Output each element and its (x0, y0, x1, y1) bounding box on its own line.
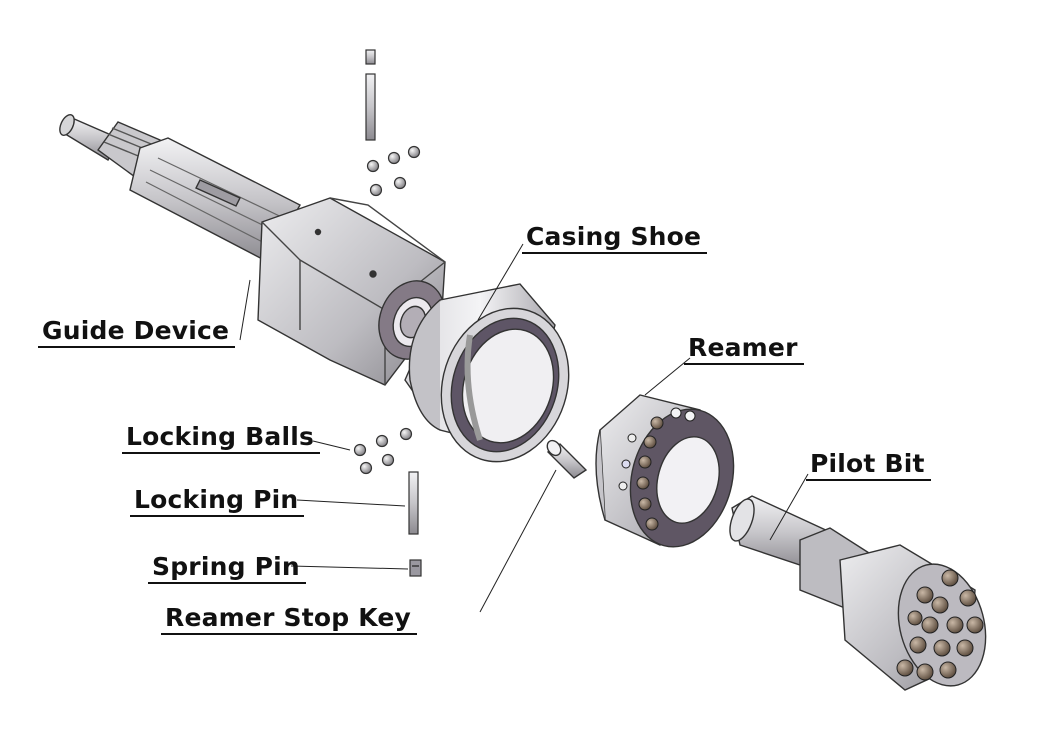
label-pilot-bit: Pilot Bit (806, 449, 931, 481)
label-locking-balls-text: Locking Balls (126, 422, 315, 451)
leader-pilot-bit (769, 473, 809, 541)
reamer-part (595, 394, 735, 548)
label-reamer-stop-key: Reamer Stop Key (161, 603, 418, 635)
label-locking-pin: Locking Pin (130, 485, 305, 517)
label-reamer: Reamer (684, 333, 804, 365)
locking-balls-part (353, 427, 413, 475)
label-locking-balls: Locking Balls (122, 422, 321, 454)
leader-reamer-stop-key (479, 469, 557, 613)
leader-locking-balls (312, 440, 351, 451)
leader-guide-device (239, 279, 251, 341)
label-guide-device-text: Guide Device (42, 316, 230, 345)
locking-pin-part (408, 471, 419, 535)
label-reamer-text: Reamer (688, 333, 798, 362)
spring-pin-part (409, 559, 422, 577)
leader-lines (239, 243, 809, 613)
label-guide-device: Guide Device (38, 316, 236, 348)
leader-spring-pin (290, 565, 409, 570)
label-casing-shoe-text: Casing Shoe (526, 222, 702, 251)
label-reamer-stop-key-text: Reamer Stop Key (165, 603, 412, 632)
label-pilot-bit-text: Pilot Bit (810, 449, 925, 478)
pilot-bit-part (729, 495, 987, 691)
leader-casing-shoe (477, 243, 524, 321)
leader-reamer (644, 357, 691, 396)
leader-locking-pin (296, 499, 406, 507)
label-locking-pin-text: Locking Pin (134, 485, 299, 514)
label-spring-pin: Spring Pin (148, 552, 306, 584)
guide-device-part (59, 114, 446, 386)
label-casing-shoe: Casing Shoe (522, 222, 708, 254)
reamer-stop-key-part (546, 439, 588, 479)
casing-shoe-part (404, 283, 570, 463)
top-pin-and-balls (365, 49, 421, 197)
label-spring-pin-text: Spring Pin (152, 552, 300, 581)
